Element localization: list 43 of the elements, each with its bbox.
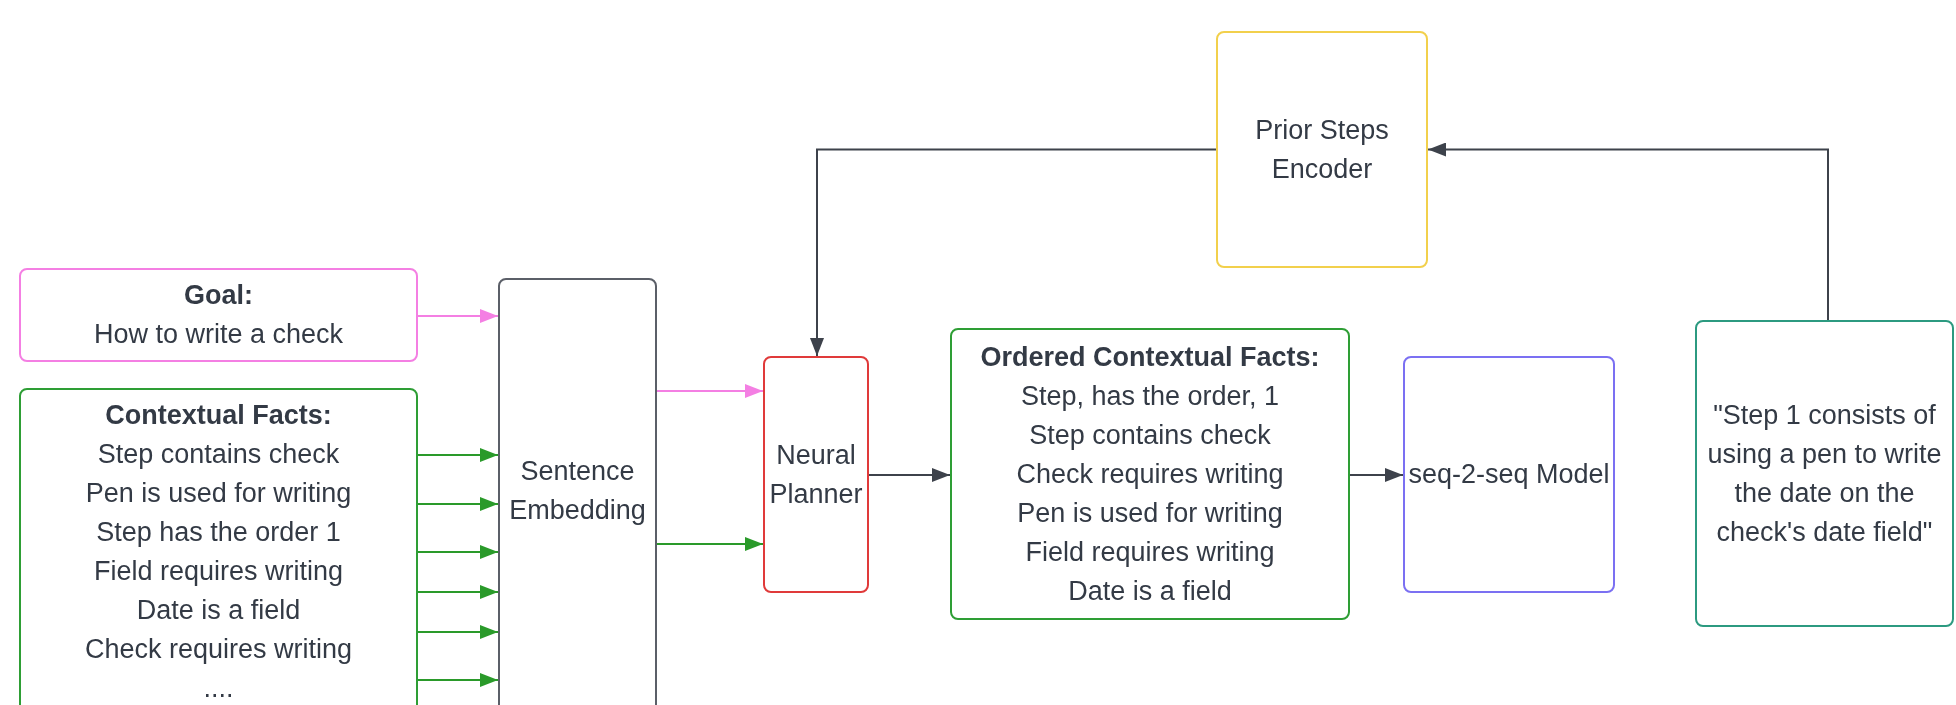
process-box (19, 268, 418, 362)
arrow (417, 585, 499, 599)
arrow (656, 537, 764, 551)
arrow (868, 468, 951, 482)
box-text: Neural Planner (768, 438, 864, 511)
box-text: .... (203, 672, 234, 705)
box-text: Field requires writing (93, 555, 344, 588)
box-text: Sentence Embedding (508, 455, 647, 527)
box-text: Step has the order 1 (96, 516, 341, 549)
process-box (1695, 320, 1954, 627)
arrow (417, 545, 499, 559)
box-heading: Contextual Facts: (105, 399, 332, 432)
arrow (417, 625, 499, 639)
box-text: Step contains check (97, 438, 340, 471)
arrow (810, 148, 1217, 357)
process-box (950, 328, 1350, 620)
box-text: Pen is used for writing (1017, 496, 1283, 530)
box-text: Check requires writing (84, 633, 353, 666)
process-box (19, 388, 418, 705)
box-text: Step, has the order, 1 (1020, 379, 1280, 413)
box-heading: Ordered Contextual Facts: (980, 340, 1320, 374)
arrow (1349, 468, 1404, 482)
box-text: Pen is used for writing (85, 477, 352, 510)
box-text: Prior Steps Encoder (1254, 113, 1390, 186)
process-box (1216, 31, 1428, 268)
arrow (417, 309, 499, 323)
box-text: How to write a check (93, 318, 344, 351)
box-text: Field requires writing (1025, 535, 1275, 569)
arrow (417, 673, 499, 687)
process-box (1403, 356, 1615, 593)
box-text: Date is a field (136, 594, 301, 627)
box-text: seq-2-seq Model (1408, 458, 1610, 491)
box-text: Date is a field (1068, 574, 1232, 608)
box-text: "Step 1 consists of using a pen to write the date on the check's date field" (1706, 398, 1943, 549)
process-box (498, 278, 657, 705)
box-text: Check requires writing (1016, 457, 1284, 491)
arrow (656, 384, 764, 398)
arrow (417, 448, 499, 462)
process-box (763, 356, 869, 593)
box-heading: Goal: (184, 279, 253, 312)
box-text: Step contains check (1029, 418, 1271, 452)
arrow (417, 497, 499, 511)
arrow (1427, 142, 1829, 321)
